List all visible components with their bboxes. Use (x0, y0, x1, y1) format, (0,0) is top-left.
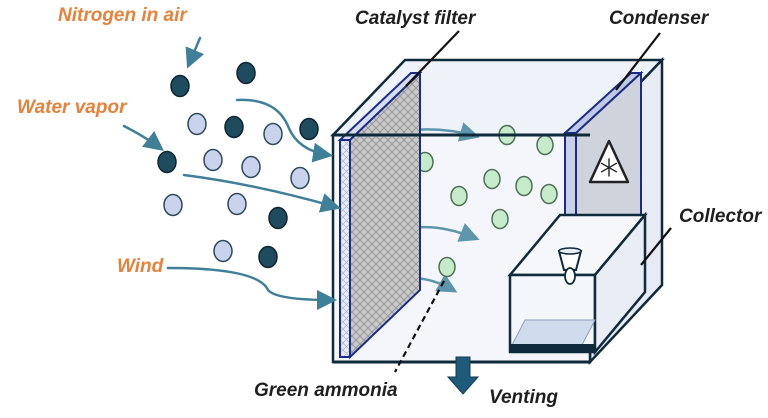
collector-leader-line (640, 227, 672, 266)
ammonia-leader-line (394, 280, 445, 373)
venting-label: Venting (489, 387, 558, 408)
air-flow-arrow-top (235, 98, 333, 163)
ammonia-particle (483, 168, 501, 190)
nitrogen-in-air-label: Nitrogen in air (58, 5, 187, 26)
nitrogen-particle (258, 245, 278, 269)
water-vapor-particle (290, 166, 310, 190)
condenser-leader-line (615, 32, 661, 91)
ammonia-particle (515, 175, 533, 197)
ammonia-particle (536, 134, 554, 156)
drip-cup (557, 247, 583, 285)
water-vapor-particle (213, 239, 233, 263)
water-vapor-particle (241, 155, 261, 179)
air-flow-arrow-middle (182, 173, 341, 213)
ammonia-particle (491, 208, 509, 230)
water-vapor-label-arrow (122, 124, 164, 152)
nitrogen-particle (299, 117, 319, 141)
nitrogen-particle (224, 115, 244, 139)
ammonia-particle (450, 185, 468, 207)
water-vapor-particle (227, 192, 247, 216)
wind-label: Wind (117, 256, 164, 277)
nitrogen-particle (170, 74, 190, 98)
collector-label: Collector (679, 206, 762, 227)
water-vapor-particle (187, 112, 207, 136)
snowflake-warning-icon (588, 139, 630, 184)
collected-liquid (511, 319, 596, 346)
water-vapor-particle (203, 148, 223, 172)
ammonia-particle (438, 256, 456, 278)
green-ammonia-label: Green ammonia (254, 380, 398, 401)
nitrogen-particle (236, 61, 256, 85)
nitrogen-particle (268, 206, 288, 230)
catalyst-filter-label: Catalyst filter (355, 8, 476, 29)
water-vapor-label: Water vapor (17, 97, 127, 118)
collector-tray (507, 211, 648, 356)
water-vapor-particles (163, 112, 310, 263)
air-flow-arrow-bottom (166, 266, 337, 310)
down-arrow-icon (446, 356, 480, 395)
nitrogen-label-arrow (185, 36, 205, 69)
catalyst-filter (337, 70, 423, 360)
water-vapor-particle (163, 193, 183, 217)
catalyst-leader-line (405, 30, 460, 87)
ammonia-particle (540, 183, 558, 205)
nitrogen-particle (157, 150, 177, 174)
condenser-label: Condenser (609, 8, 709, 29)
water-vapor-particle (263, 122, 283, 146)
nitrogen-particles (157, 61, 319, 269)
